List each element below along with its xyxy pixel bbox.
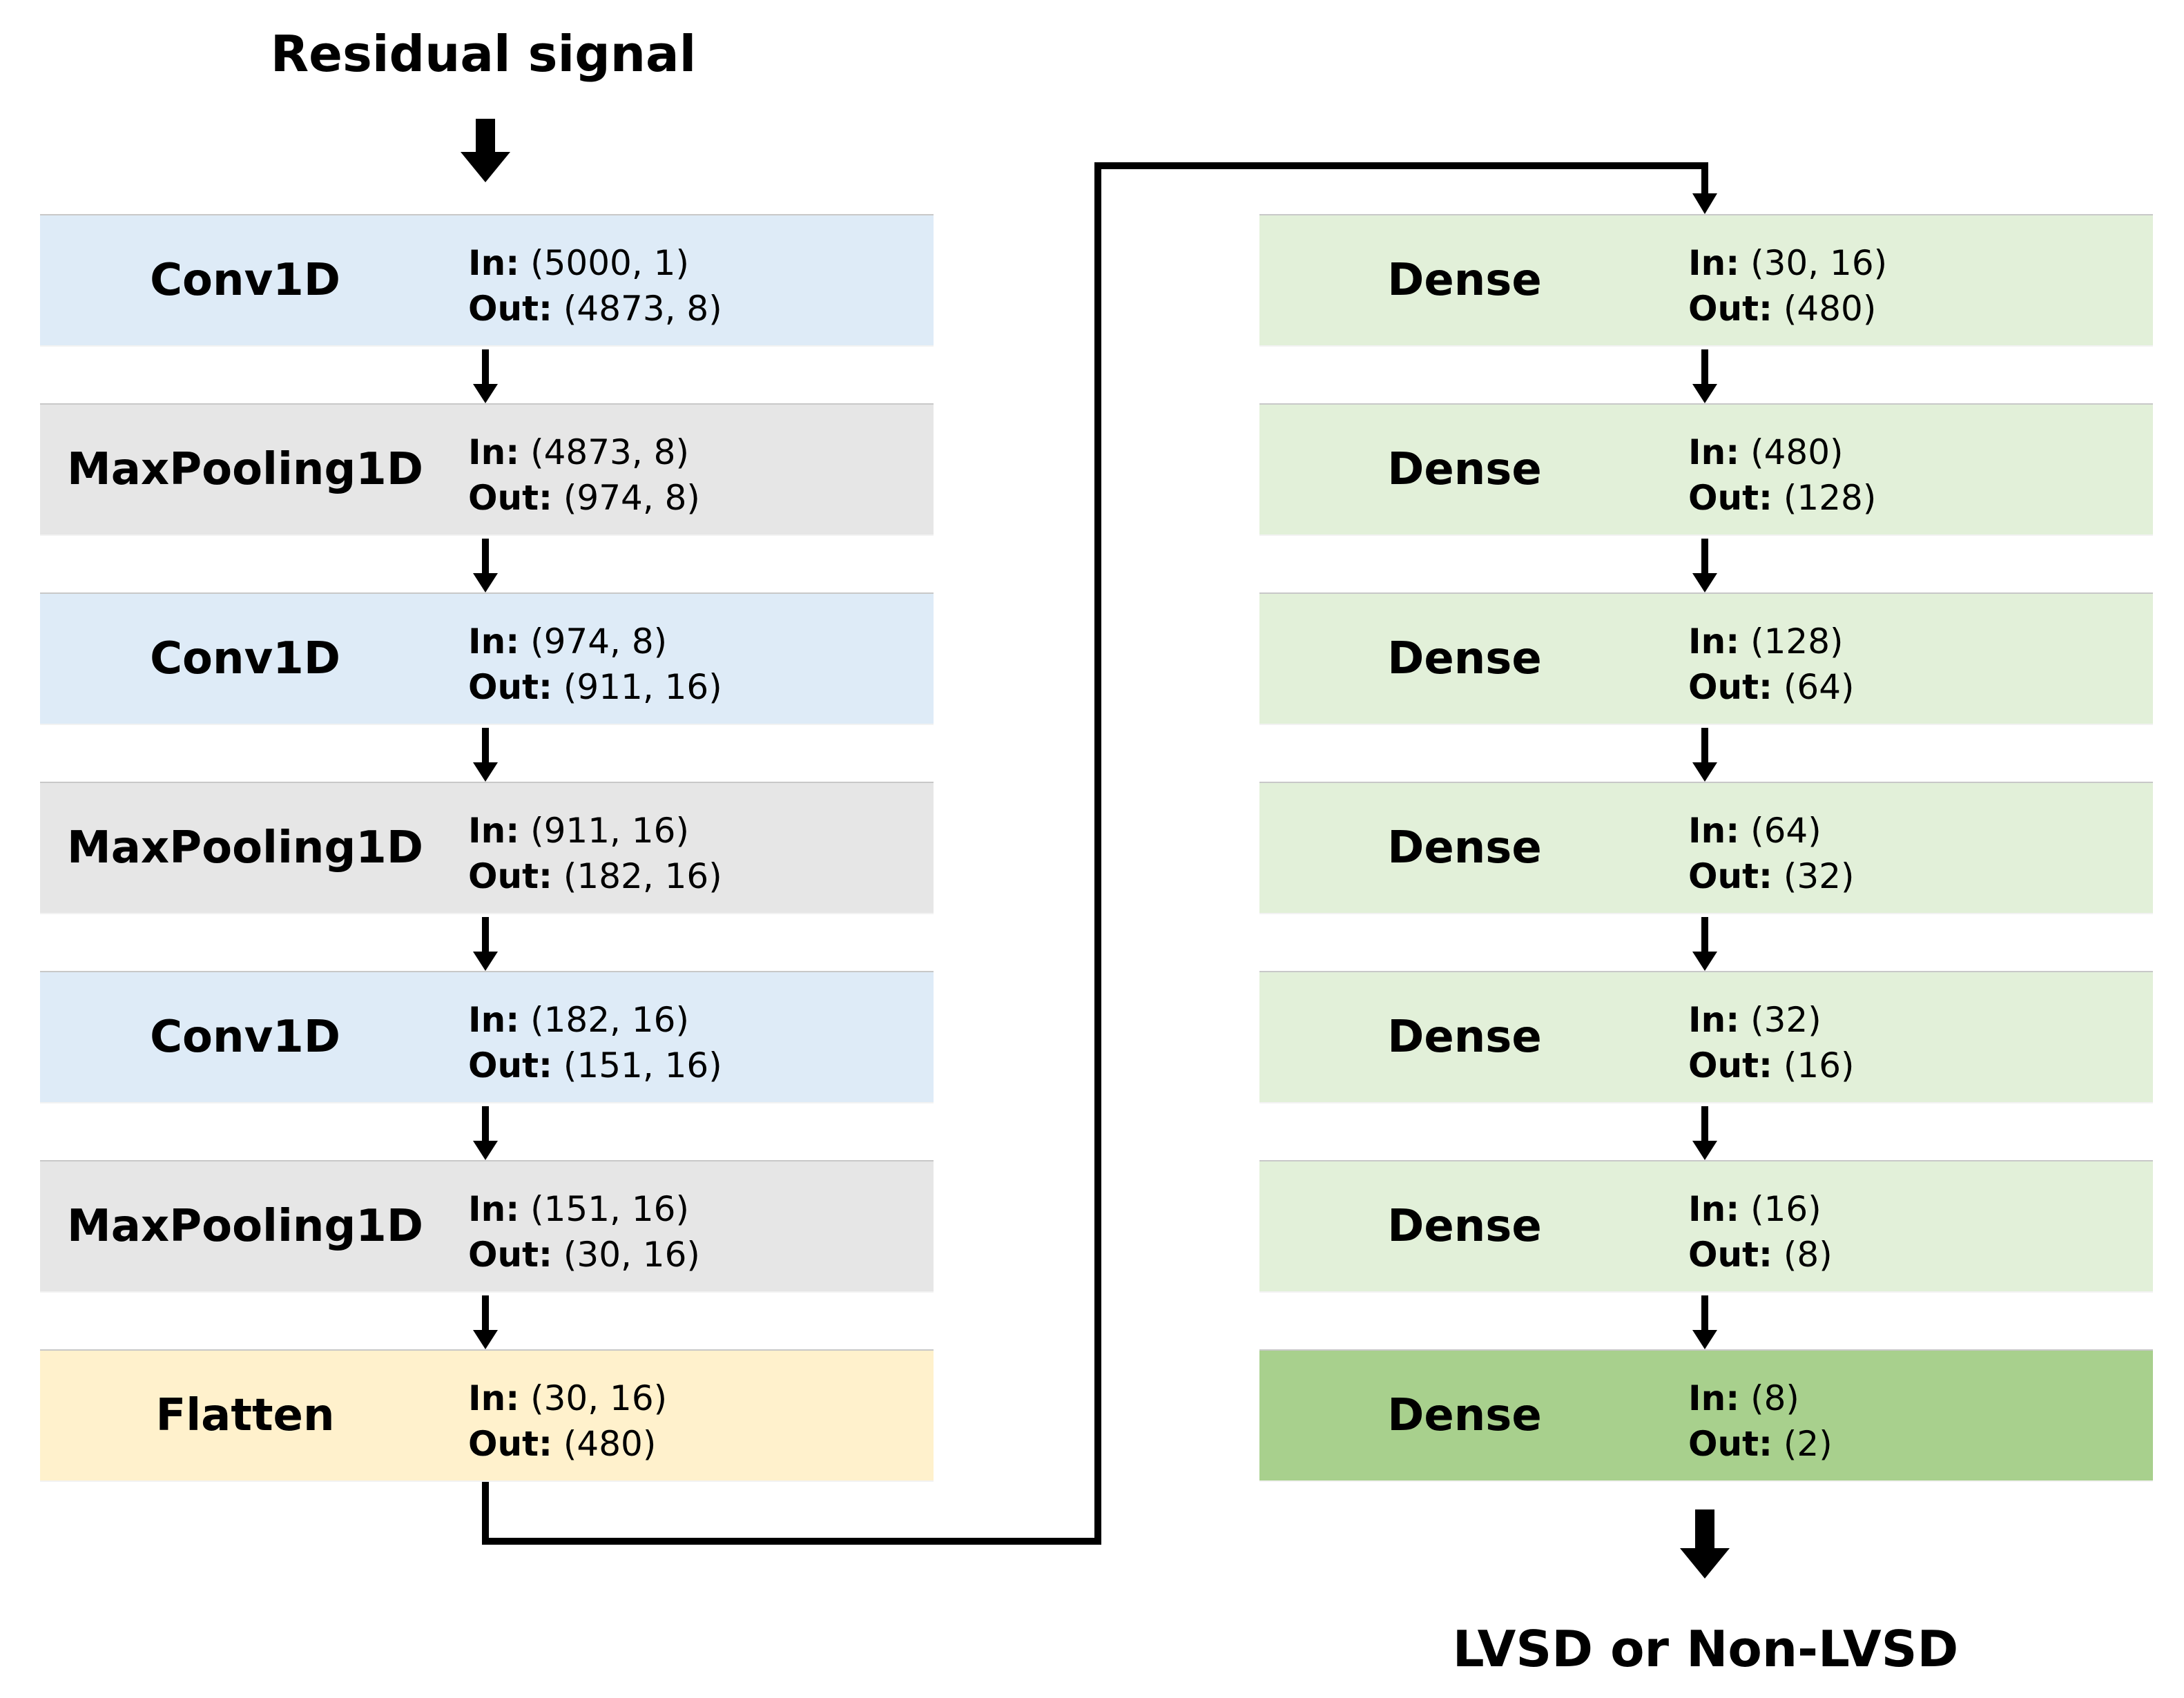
output-shape: Out: (480)	[1688, 289, 1877, 329]
layer-shapes: In: (30, 16) Out: (480)	[1688, 240, 1887, 331]
output-shape: Out: (151, 16)	[468, 1045, 722, 1086]
input-shape: In: (16)	[1688, 1189, 1821, 1229]
input-shape: In: (32)	[1688, 1000, 1821, 1040]
output-shape: Out: (128)	[1688, 478, 1877, 518]
layer-name: Dense	[1387, 1390, 1542, 1441]
layer-shapes: In: (5000, 1) Out: (4873, 8)	[468, 240, 722, 331]
right-arrow-3-head	[1692, 762, 1717, 782]
layer-name: MaxPooling1D	[67, 1201, 423, 1252]
layer-name: Dense	[1387, 822, 1542, 874]
left-layer-4: MaxPooling1D In: (911, 16) Out: (182, 16)	[40, 782, 934, 914]
layer-shapes: In: (480) Out: (128)	[1688, 430, 1876, 521]
left-arrow-4-head	[473, 952, 498, 971]
layer-name: Dense	[1387, 1201, 1542, 1252]
input-shape: In: (8)	[1688, 1378, 1799, 1418]
right-layer-4: Dense In: (64) Out: (32)	[1259, 782, 2153, 914]
layer-name: Conv1D	[150, 255, 340, 306]
right-layer-2: Dense In: (480) Out: (128)	[1259, 403, 2153, 536]
left-layer-7: Flatten In: (30, 16) Out: (480)	[40, 1349, 934, 1482]
output-shape: Out: (4873, 8)	[468, 289, 722, 329]
left-layer-1: Conv1D In: (5000, 1) Out: (4873, 8)	[40, 214, 934, 347]
left-layer-6: MaxPooling1D In: (151, 16) Out: (30, 16)	[40, 1160, 934, 1293]
left-arrow-5-head	[473, 1141, 498, 1160]
right-arrow-6-head	[1692, 1330, 1717, 1349]
right-layer-7: Dense In: (8) Out: (2)	[1259, 1349, 2153, 1482]
right-layer-3: Dense In: (128) Out: (64)	[1259, 592, 2153, 725]
layer-name: MaxPooling1D	[67, 444, 423, 495]
layer-shapes: In: (974, 8) Out: (911, 16)	[468, 619, 722, 710]
layer-shapes: In: (151, 16) Out: (30, 16)	[468, 1186, 700, 1277]
output-shape: Out: (8)	[1688, 1235, 1833, 1275]
right-arrow-4-head	[1692, 952, 1717, 971]
output-shape: Out: (32)	[1688, 856, 1855, 896]
input-shape: In: (30, 16)	[468, 1378, 668, 1418]
right-arrow-2-head	[1692, 573, 1717, 592]
layer-shapes: In: (911, 16) Out: (182, 16)	[468, 808, 722, 899]
input-shape: In: (974, 8)	[468, 621, 668, 662]
input-arrow-shaft	[476, 119, 495, 155]
layer-shapes: In: (128) Out: (64)	[1688, 619, 1855, 710]
right-layer-6: Dense In: (16) Out: (8)	[1259, 1160, 2153, 1293]
layer-name: Dense	[1387, 255, 1542, 306]
layer-name: Dense	[1387, 1012, 1542, 1063]
left-arrow-6-head	[473, 1330, 498, 1349]
input-shape: In: (30, 16)	[1688, 243, 1888, 283]
layer-shapes: In: (4873, 8) Out: (974, 8)	[468, 430, 700, 521]
output-shape: Out: (30, 16)	[468, 1235, 700, 1275]
layer-name: Flatten	[155, 1390, 335, 1441]
input-shape: In: (182, 16)	[468, 1000, 689, 1040]
input-arrow-head	[461, 152, 510, 182]
input-shape: In: (480)	[1688, 432, 1844, 472]
layer-shapes: In: (8) Out: (2)	[1688, 1376, 1833, 1467]
input-shape: In: (4873, 8)	[468, 432, 689, 472]
layer-name: Dense	[1387, 633, 1542, 684]
layer-name: Dense	[1387, 444, 1542, 495]
layer-name: Conv1D	[150, 1012, 340, 1063]
output-shape: Out: (182, 16)	[468, 856, 722, 896]
left-arrow-2-head	[473, 573, 498, 592]
left-arrow-3-head	[473, 762, 498, 782]
input-shape: In: (151, 16)	[468, 1189, 689, 1229]
left-layer-5: Conv1D In: (182, 16) Out: (151, 16)	[40, 971, 934, 1103]
flatten-to-dense-connector	[482, 162, 1708, 1545]
output-arrow-head	[1680, 1548, 1730, 1579]
input-shape: In: (128)	[1688, 621, 1844, 662]
layer-shapes: In: (64) Out: (32)	[1688, 808, 1855, 899]
layer-shapes: In: (30, 16) Out: (480)	[468, 1376, 667, 1467]
left-layer-3: Conv1D In: (974, 8) Out: (911, 16)	[40, 592, 934, 725]
right-arrow-1-head	[1692, 384, 1717, 403]
layer-shapes: In: (16) Out: (8)	[1688, 1186, 1833, 1277]
output-arrow-shaft	[1695, 1509, 1714, 1551]
layer-shapes: In: (32) Out: (16)	[1688, 997, 1855, 1088]
output-shape: Out: (16)	[1688, 1045, 1855, 1086]
left-arrow-1-head	[473, 384, 498, 403]
output-shape: Out: (2)	[1688, 1424, 1833, 1464]
layer-shapes: In: (182, 16) Out: (151, 16)	[468, 997, 722, 1088]
left-layer-2: MaxPooling1D In: (4873, 8) Out: (974, 8)	[40, 403, 934, 536]
layer-name: MaxPooling1D	[67, 822, 423, 874]
layer-name: Conv1D	[150, 633, 340, 684]
right-arrow-5-head	[1692, 1141, 1717, 1160]
output-shape: Out: (64)	[1688, 667, 1855, 707]
output-shape: Out: (911, 16)	[468, 667, 722, 707]
right-layer-1: Dense In: (30, 16) Out: (480)	[1259, 214, 2153, 347]
output-title: LVSD or Non-LVSD	[1452, 1620, 1959, 1678]
input-shape: In: (64)	[1688, 811, 1821, 851]
input-shape: In: (911, 16)	[468, 811, 689, 851]
input-shape: In: (5000, 1)	[468, 243, 689, 283]
flatten-to-dense-connector-head	[1692, 193, 1717, 214]
input-title: Residual signal	[270, 25, 697, 83]
right-layer-5: Dense In: (32) Out: (16)	[1259, 971, 2153, 1103]
output-shape: Out: (480)	[468, 1424, 657, 1464]
output-shape: Out: (974, 8)	[468, 478, 700, 518]
